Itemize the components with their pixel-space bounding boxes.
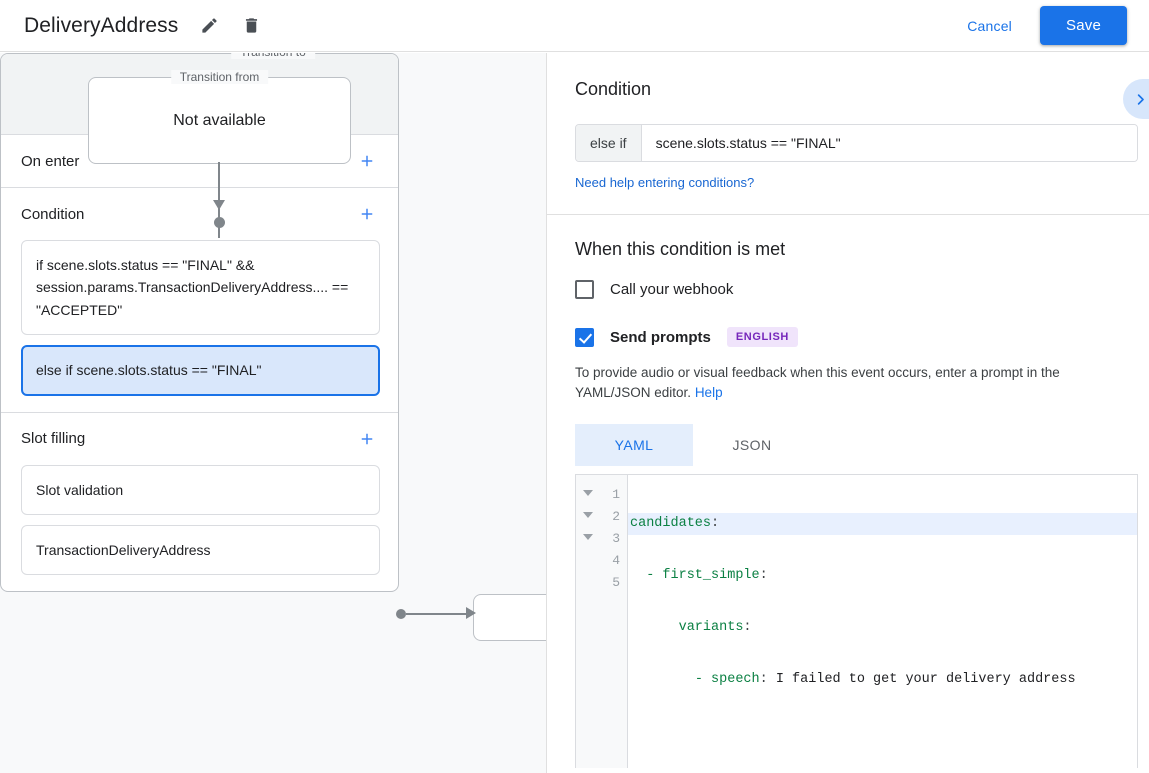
yaml-punct: :: [759, 672, 768, 688]
code-line: - speech: I failed to get your delivery …: [628, 669, 1137, 691]
graph-edge-source-dot: [214, 217, 225, 228]
fold-caret-icon[interactable]: [583, 534, 593, 541]
prompt-hint-body: To provide audio or visual feedback when…: [575, 365, 1060, 400]
editor-gutter: 1 2 3 4 5: [576, 475, 628, 769]
condition-detail-panel: Condition else if Need help entering con…: [546, 53, 1149, 773]
transition-from-card[interactable]: Transition from Not available: [88, 70, 351, 164]
graph-edge-arrowhead: [213, 200, 225, 210]
help-link[interactable]: Help: [694, 384, 723, 400]
section-title-condition: Condition: [21, 205, 85, 223]
yaml-dash: -: [646, 568, 663, 584]
tab-json[interactable]: JSON: [693, 424, 811, 466]
call-webhook-label[interactable]: Call your webhook: [610, 281, 734, 298]
scene-section-condition: Condition if scene.slots.status == "FINA…: [1, 188, 398, 413]
plus-icon-glyph: [361, 433, 373, 444]
gutter-row: 3: [576, 527, 627, 549]
yaml-punct: :: [743, 620, 752, 636]
editor-format-tabs: YAML JSON: [575, 424, 1121, 467]
outgoing-edge-line: [406, 613, 468, 615]
fold-caret-icon[interactable]: [583, 490, 593, 497]
yaml-punct: :: [759, 568, 768, 584]
plus-icon-glyph: [361, 208, 373, 220]
outgoing-edge-source-dot: [396, 609, 406, 619]
fold-caret-icon[interactable]: [583, 512, 593, 519]
pencil-icon[interactable]: [192, 9, 226, 43]
transition-from-legend: Transition from: [170, 70, 269, 84]
condition-input-row[interactable]: else if: [575, 124, 1138, 162]
scene-section-slot-filling: Slot filling Slot validation Transaction…: [1, 413, 398, 592]
condition-chip-selected[interactable]: else if scene.slots.status == "FINAL": [21, 345, 380, 396]
yaml-punct: :: [711, 516, 720, 532]
gutter-row: 2: [576, 505, 627, 527]
yaml-code-editor[interactable]: 1 2 3 4 5 candidates: - first_simple: va…: [575, 474, 1138, 769]
yaml-key: candidates: [630, 516, 712, 532]
gutter-row: 5: [576, 571, 627, 593]
condition-chip[interactable]: if scene.slots.status == "FINAL" && sess…: [21, 240, 380, 336]
chevron-right-icon[interactable]: [1123, 79, 1149, 119]
send-prompts-checkbox[interactable]: [575, 327, 594, 347]
code-line: variants:: [628, 617, 1137, 639]
outgoing-target-node[interactable]: [473, 594, 546, 641]
pencil-icon-glyph: [202, 18, 217, 33]
when-met-heading: When this condition is met: [575, 239, 786, 259]
section-body-condition: if scene.slots.status == "FINAL" && sess…: [1, 240, 398, 412]
section-head-condition: Condition: [1, 188, 398, 240]
slot-validation-chip[interactable]: Slot validation: [21, 464, 380, 515]
yaml-key: speech: [711, 672, 760, 688]
prompt-hint-text: To provide audio or visual feedback when…: [575, 363, 1126, 402]
panel-divider: [547, 214, 1149, 215]
plus-icon-on-enter[interactable]: [354, 148, 380, 174]
line-number: 1: [612, 486, 620, 502]
section-head-slot-filling: Slot filling: [1, 413, 398, 465]
yaml-key: first_simple: [662, 568, 760, 584]
language-badge: ENGLISH: [726, 327, 798, 347]
line-number: 2: [612, 508, 620, 524]
transition-from-value: Not available: [173, 111, 266, 129]
editor-content[interactable]: candidates: - first_simple: variants: - …: [628, 475, 1137, 768]
code-line: - first_simple:: [628, 565, 1137, 587]
slot-chip[interactable]: TransactionDeliveryAddress: [21, 524, 380, 576]
app-header: DeliveryAddress Cancel Save: [0, 0, 1149, 52]
trash-icon-glyph: [245, 18, 257, 33]
condition-help-link[interactable]: Need help entering conditions?: [575, 175, 755, 190]
gutter-row: 4: [576, 549, 627, 571]
plus-icon-glyph: [361, 155, 373, 167]
cancel-button[interactable]: Cancel: [953, 9, 1026, 43]
line-number: 3: [612, 530, 620, 546]
section-head-on-enter: On enter: [1, 135, 398, 187]
when-condition-met-section: When this condition is met Call your web…: [547, 215, 1149, 769]
gutter-row: 1: [576, 483, 627, 505]
transition-to-legend: Transition to: [231, 53, 315, 59]
send-prompts-label[interactable]: Send prompts: [610, 328, 711, 346]
page-title: DeliveryAddress: [24, 13, 179, 37]
section-title-on-enter: On enter: [21, 152, 80, 170]
scene-graph-panel[interactable]: Transition from Not available Transition…: [0, 53, 546, 773]
plus-icon-slot-filling[interactable]: [354, 426, 380, 452]
outgoing-edge-arrowhead: [466, 607, 476, 619]
section-body-slot-filling: Slot validation TransactionDeliveryAddre…: [1, 464, 398, 592]
condition-section: Condition else if Need help entering con…: [547, 53, 1149, 214]
chevron-right-icon-glyph: [1137, 93, 1144, 105]
send-prompts-checkbox-row[interactable]: Send prompts ENGLISH: [575, 327, 1121, 347]
tab-yaml[interactable]: YAML: [575, 424, 693, 467]
section-title-slot-filling: Slot filling: [21, 430, 86, 448]
yaml-key: variants: [678, 620, 744, 636]
code-line: candidates:: [628, 513, 1137, 536]
trash-icon[interactable]: [234, 9, 268, 43]
webhook-checkbox-row[interactable]: Call your webhook: [575, 280, 1121, 299]
yaml-dash: -: [694, 672, 712, 688]
condition-expression-input[interactable]: [641, 125, 1137, 161]
condition-heading: Condition: [575, 79, 652, 99]
condition-prefix-label: else if: [576, 125, 642, 161]
scene-section-on-enter: On enter: [1, 135, 398, 188]
line-number: 5: [612, 574, 620, 590]
code-line: [628, 721, 1137, 743]
plus-icon-condition[interactable]: [354, 201, 380, 227]
save-button[interactable]: Save: [1040, 6, 1127, 45]
call-webhook-checkbox[interactable]: [575, 280, 594, 299]
yaml-value: I failed to get your delivery address: [767, 672, 1076, 688]
line-number: 4: [612, 552, 620, 568]
